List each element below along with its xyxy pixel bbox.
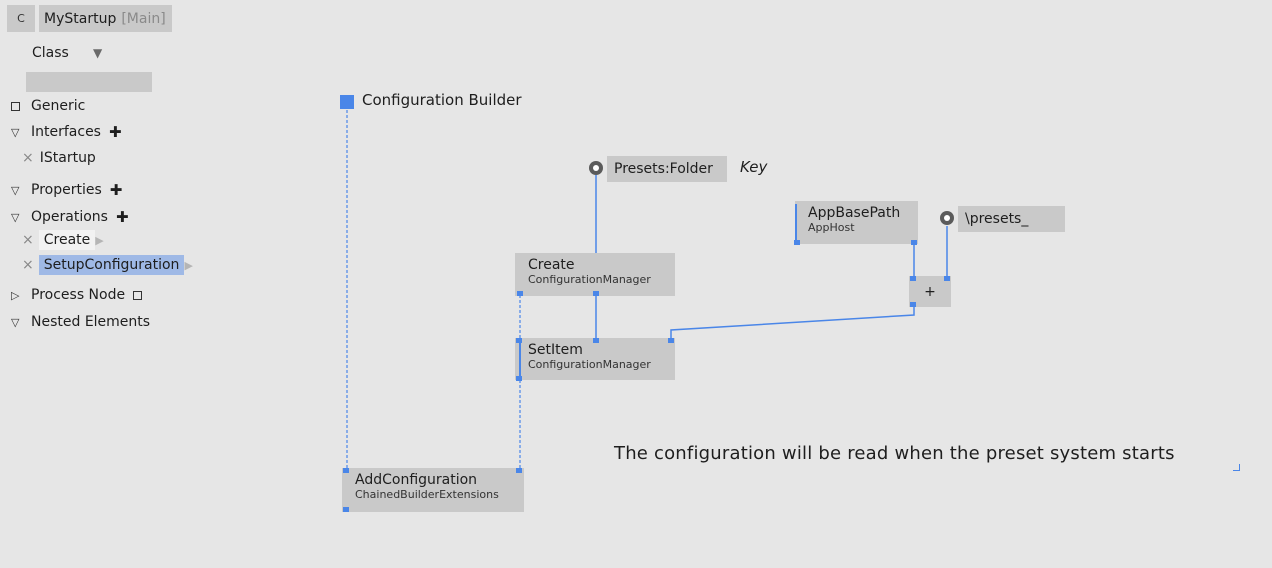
class-title[interactable]: MyStartup [Main] xyxy=(39,5,172,32)
output-port[interactable] xyxy=(593,291,599,296)
node-title: AppBasePath xyxy=(808,205,901,221)
node-set-item[interactable]: SetItem ConfigurationManager xyxy=(515,338,675,380)
properties-section[interactable]: ▽ Properties ✚ xyxy=(11,182,122,198)
flow-port[interactable] xyxy=(517,291,523,296)
remove-operation-icon[interactable]: × xyxy=(22,232,34,248)
add-operator-node[interactable]: + xyxy=(909,276,951,307)
node-add-configuration[interactable]: AddConfiguration ChainedBuilderExtension… xyxy=(342,468,524,512)
collapsed-triangle-icon[interactable]: ▷ xyxy=(11,288,20,302)
operation-label-selected[interactable]: SetupConfiguration xyxy=(38,255,185,275)
nested-elements-section[interactable]: ▽ Nested Elements xyxy=(11,314,150,330)
interface-item[interactable]: × IStartup xyxy=(22,150,96,166)
resize-handle-icon[interactable] xyxy=(1233,464,1240,471)
checkbox-icon[interactable] xyxy=(133,290,143,300)
flow-port[interactable] xyxy=(343,468,349,473)
class-type-badge[interactable]: C xyxy=(7,5,35,32)
flow-port[interactable] xyxy=(516,376,522,381)
node-subtitle: ChainedBuilderExtensions xyxy=(355,488,499,501)
operation-label[interactable]: Create xyxy=(38,230,96,250)
add-operation-icon[interactable]: ✚ xyxy=(115,207,129,226)
process-node-label: Process Node xyxy=(31,287,126,303)
class-kind-dropdown[interactable]: Class xyxy=(32,45,69,61)
process-node-section[interactable]: ▷ Process Node xyxy=(11,287,143,303)
group-title[interactable]: Configuration Builder xyxy=(362,91,522,109)
operation-item-setupconfiguration[interactable]: × SetupConfiguration ▶ xyxy=(22,255,193,275)
input-port[interactable] xyxy=(593,338,599,343)
input-port[interactable] xyxy=(944,276,950,281)
dropdown-triangle-icon[interactable]: ▼ xyxy=(93,46,103,60)
key-label: Key xyxy=(740,158,768,176)
node-title: AddConfiguration xyxy=(355,472,478,488)
node-subtitle: AppHost xyxy=(808,221,855,234)
flow-port[interactable] xyxy=(516,338,522,343)
operations-label: Operations xyxy=(31,209,108,225)
branch-label: [Main] xyxy=(121,10,166,27)
presets-folder-value[interactable]: Presets:Folder xyxy=(607,156,727,182)
node-title: SetItem xyxy=(528,342,583,358)
remove-operation-icon[interactable]: × xyxy=(22,257,34,273)
open-operation-arrow-icon[interactable]: ▶ xyxy=(184,258,193,272)
input-port[interactable] xyxy=(910,276,916,281)
output-port[interactable] xyxy=(910,302,916,307)
expanded-triangle-icon[interactable]: ▽ xyxy=(11,125,20,139)
node-edge-marker xyxy=(519,341,521,379)
add-property-icon[interactable]: ✚ xyxy=(109,180,123,199)
node-subtitle: ConfigurationManager xyxy=(528,358,651,371)
open-operation-arrow-icon[interactable]: ▶ xyxy=(95,233,104,247)
name-input[interactable] xyxy=(26,72,152,92)
node-title: Create xyxy=(528,257,575,273)
node-create[interactable]: Create ConfigurationManager xyxy=(515,253,675,296)
operation-item-create[interactable]: × Create ▶ xyxy=(22,230,104,250)
value-pin-icon[interactable] xyxy=(589,161,603,175)
input-port[interactable] xyxy=(668,338,674,343)
expanded-triangle-icon[interactable]: ▽ xyxy=(11,183,20,197)
properties-label: Properties xyxy=(31,182,102,198)
remove-interface-icon[interactable]: × xyxy=(22,150,34,166)
output-port[interactable] xyxy=(794,240,800,245)
expanded-triangle-icon[interactable]: ▽ xyxy=(11,315,20,329)
node-app-base-path[interactable]: AppBasePath AppHost xyxy=(795,201,918,244)
node-subtitle: ConfigurationManager xyxy=(528,273,651,286)
class-name: MyStartup xyxy=(44,10,117,27)
checkbox-icon[interactable] xyxy=(11,101,20,111)
flow-port[interactable] xyxy=(516,468,522,473)
expanded-triangle-icon[interactable]: ▽ xyxy=(11,210,20,224)
interfaces-section[interactable]: ▽ Interfaces ✚ xyxy=(11,124,122,140)
generic-toggle[interactable]: Generic xyxy=(11,98,85,114)
nested-elements-label: Nested Elements xyxy=(31,314,151,330)
comment-text[interactable]: The configuration will be read when the … xyxy=(614,443,1175,464)
add-interface-icon[interactable]: ✚ xyxy=(108,122,122,141)
generic-label: Generic xyxy=(31,98,86,114)
operations-section[interactable]: ▽ Operations ✚ xyxy=(11,209,129,225)
output-port[interactable] xyxy=(911,240,917,245)
interface-item-label: IStartup xyxy=(39,150,96,166)
group-icon[interactable] xyxy=(340,95,354,109)
flow-port[interactable] xyxy=(343,507,349,512)
value-pin-icon[interactable] xyxy=(940,211,954,225)
node-edge-marker xyxy=(795,204,797,243)
interfaces-label: Interfaces xyxy=(31,124,101,140)
path-value[interactable]: \presets_ xyxy=(958,206,1065,232)
